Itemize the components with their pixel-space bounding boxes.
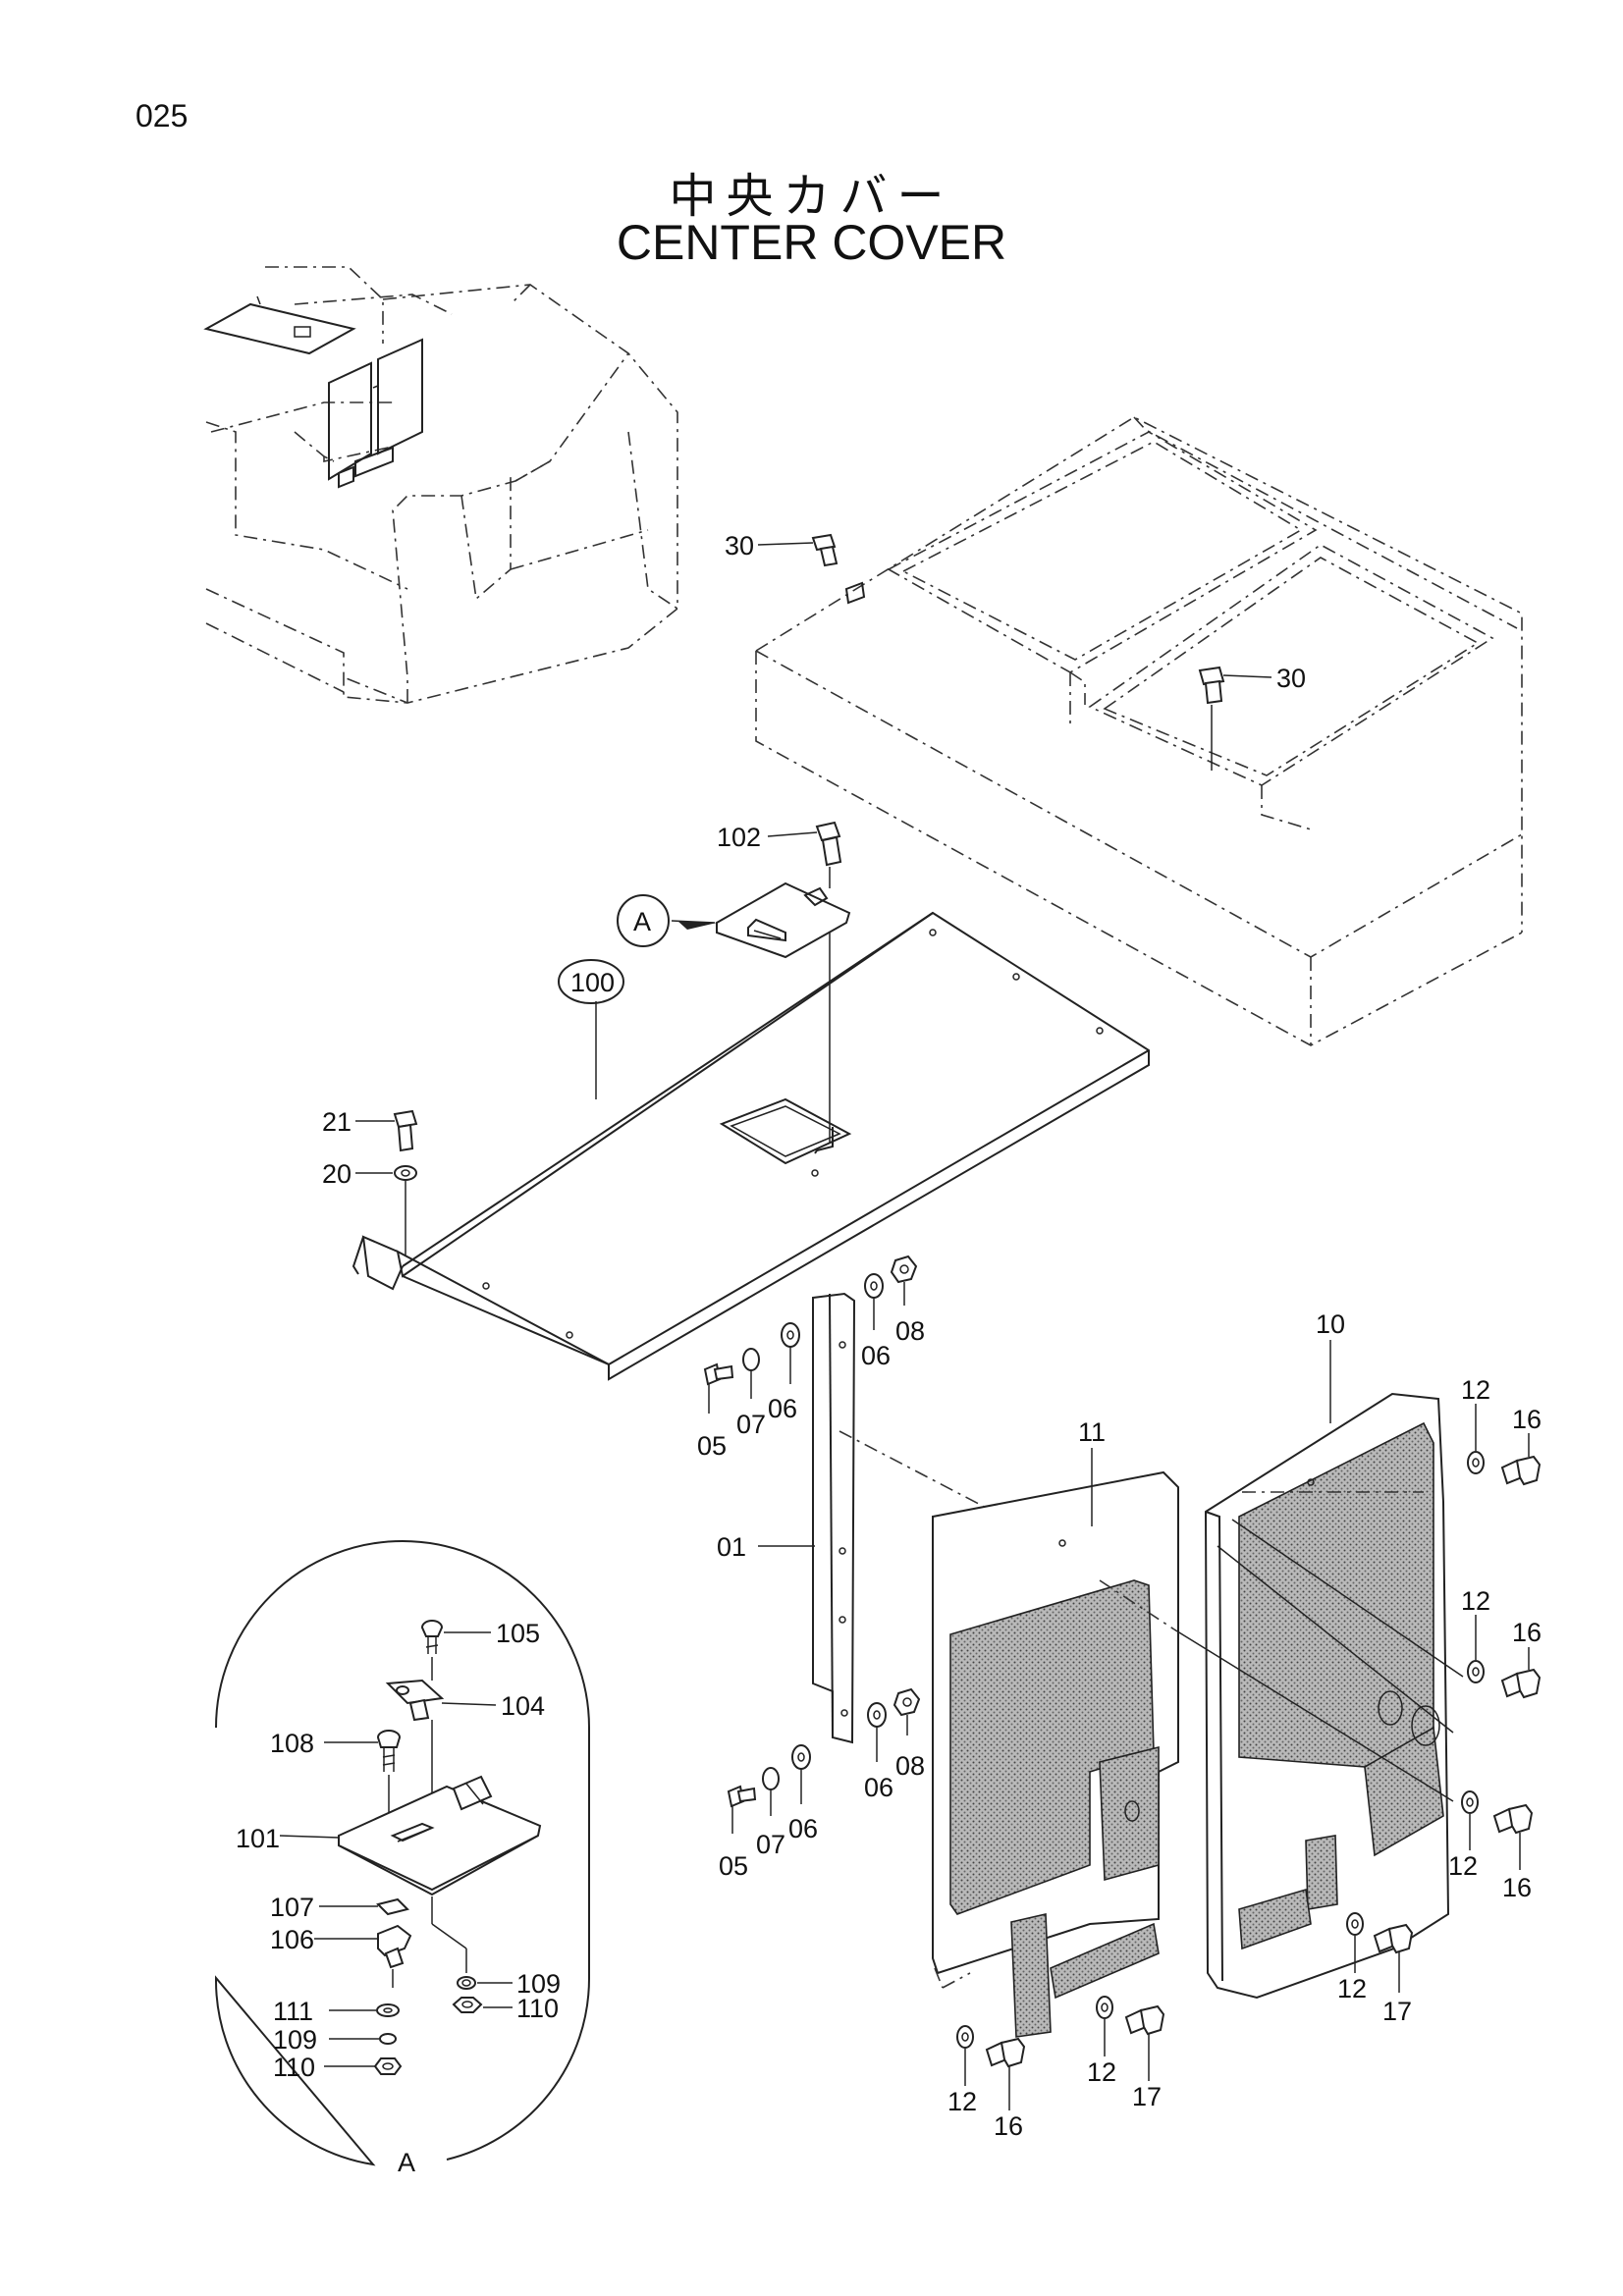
callout-a-circle (617, 894, 670, 947)
bolt-17-b (1124, 2004, 1165, 2081)
callout-06-upper-left: 06 (768, 1394, 797, 1423)
detail-a-label: A (398, 2148, 415, 2177)
callout-11: 11 (1078, 1417, 1106, 1447)
callout-12-f: 12 (1087, 2057, 1116, 2087)
callout-12-b: 12 (1461, 1586, 1490, 1616)
callout-12-c: 12 (1448, 1851, 1478, 1881)
callout-105: 105 (496, 1619, 540, 1648)
callout-20: 20 (322, 1159, 352, 1189)
bolt-102 (767, 821, 842, 888)
bolt-30-lower (1198, 666, 1272, 705)
callout-109-a: 109 (516, 1969, 561, 1999)
callout-111: 111 (273, 1997, 313, 2026)
detail-a-view (214, 1540, 591, 2166)
callout-06-lower-left: 06 (788, 1814, 818, 1843)
callout-104: 104 (501, 1691, 545, 1721)
callout-16-b: 16 (1512, 1618, 1542, 1647)
washer-12-b (1467, 1615, 1485, 1683)
access-lid (671, 881, 851, 1144)
washer-12-a (1467, 1404, 1485, 1474)
callout-106: 106 (270, 1925, 314, 1954)
callout-01: 01 (717, 1532, 746, 1562)
washer-12-d (1346, 1912, 1364, 1973)
callout-05-upper: 05 (697, 1431, 727, 1461)
bolt-16-b (1500, 1647, 1542, 1699)
washer-20 (355, 1165, 417, 1256)
callout-10: 10 (1316, 1309, 1345, 1339)
washer-12-f (1096, 1996, 1113, 2056)
callout-05-lower: 05 (719, 1851, 748, 1881)
callout-06-upper-right: 06 (861, 1341, 891, 1370)
callout-06-lower-right: 06 (864, 1773, 893, 1802)
washer-06-lower-right (867, 1702, 887, 1762)
callout-101: 101 (236, 1824, 280, 1853)
washer-07-lower (762, 1767, 780, 1816)
bolt-16-a (1500, 1433, 1542, 1486)
callout-07-upper: 07 (736, 1410, 766, 1439)
washer-06-upper-right (864, 1273, 884, 1330)
callout-108: 108 (270, 1729, 314, 1758)
washer-07-upper (742, 1348, 760, 1399)
callout-17-a: 17 (1382, 1997, 1412, 2026)
adjacent-cover-outline (755, 416, 1523, 1046)
callout-16-a: 16 (1512, 1405, 1542, 1434)
callout-21: 21 (322, 1107, 352, 1137)
washer-06-upper-left (781, 1322, 800, 1384)
callout-08-upper: 08 (895, 1316, 925, 1346)
callout-12-d: 12 (1337, 1974, 1367, 2003)
callout-107: 107 (270, 1893, 314, 1922)
bolt-05-upper (703, 1362, 734, 1414)
callout-08-lower: 08 (895, 1751, 925, 1781)
bolt-17-a (1373, 1923, 1414, 1993)
callout-16-d: 16 (994, 2111, 1023, 2141)
nut-08-lower (893, 1687, 921, 1735)
callout-a: A (633, 907, 651, 936)
callout-100-oval (558, 959, 624, 1004)
callout-07-lower: 07 (756, 1830, 785, 1859)
title-english: CENTER COVER (616, 215, 1007, 270)
washer-12-e (956, 2025, 974, 2086)
callout-109-b: 109 (273, 2025, 317, 2055)
callout-12-e: 12 (947, 2087, 977, 2116)
panel-11 (932, 1448, 1179, 2038)
callout-110-a: 110 (516, 1994, 559, 2023)
washer-12-c (1461, 1790, 1479, 1850)
callout-100: 100 (570, 968, 615, 997)
nut-08-upper (890, 1255, 918, 1306)
page-number: 025 (135, 98, 189, 133)
panel-10 (1204, 1340, 1464, 2000)
callout-30-upper: 30 (725, 531, 754, 561)
bolt-16-c (1492, 1803, 1534, 1870)
bracket-01 (758, 1292, 856, 1744)
title-japanese: 中央カバー (669, 169, 954, 224)
bolt-30-upper (757, 533, 839, 567)
callout-110-b: 110 (273, 2053, 315, 2082)
callout-labels: 30 30 102 A 100 21 20 05 07 06 06 08 01 … (236, 531, 1542, 2177)
callout-30-lower: 30 (1276, 664, 1306, 693)
bolt-05-lower (727, 1785, 757, 1834)
callout-16-c: 16 (1502, 1873, 1532, 1902)
machine-overview (203, 266, 678, 704)
center-cover-100 (352, 911, 1150, 1381)
callout-102: 102 (717, 823, 761, 852)
bolt-21 (355, 1109, 418, 1152)
callout-12-a: 12 (1461, 1375, 1490, 1405)
washer-06-lower-left (791, 1744, 811, 1804)
bolt-16-d (985, 2037, 1026, 2110)
callout-17-b: 17 (1132, 2082, 1162, 2111)
